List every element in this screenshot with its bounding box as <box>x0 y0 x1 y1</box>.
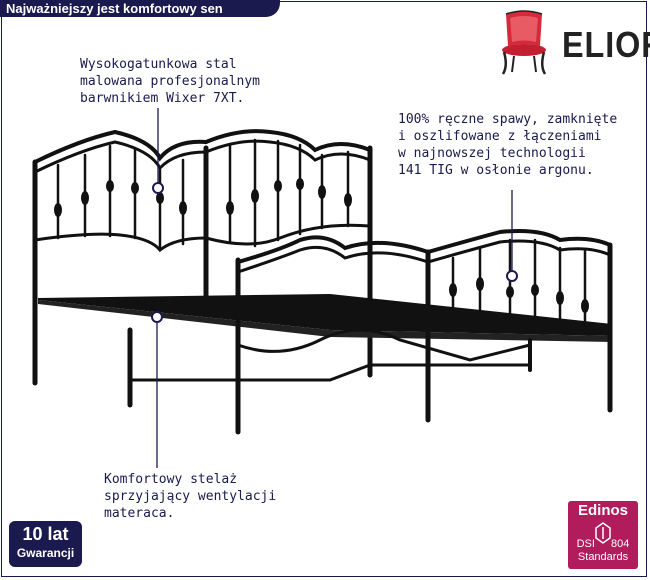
certificate-name: Edinos <box>577 502 628 519</box>
warranty-badge: 10 lat Gwarancji <box>9 521 82 567</box>
warranty-years: 10 lat <box>22 524 69 544</box>
marker-steel <box>152 182 164 194</box>
warranty-label: Gwarancji <box>16 546 75 560</box>
marker-welds <box>506 270 518 282</box>
certificate-code-right: 804 <box>611 538 630 550</box>
certificate-label: Standards <box>577 551 629 563</box>
chair-logo-icon <box>501 10 547 75</box>
callout-welds: 100% ręczne spawy, zamknięte i oszlifowa… <box>398 112 618 178</box>
certificate-code-left: DSI <box>576 538 595 550</box>
page-title: Najważniejszy jest komfortowy sen <box>0 0 280 17</box>
callout-steel: Wysokogatunkowa stal malowana profesjona… <box>80 57 261 106</box>
marker-frame <box>151 311 163 323</box>
certificate-badge: Edinos DSI 804 Standards <box>568 501 638 569</box>
callout-frame: Komfortowy stelaż sprzyjający wentylacji… <box>104 472 277 521</box>
certificate-emblem-icon <box>595 522 611 544</box>
brand-logo-text: ELIOR <box>562 24 650 65</box>
certificate-code: DSI 804 <box>568 538 638 551</box>
